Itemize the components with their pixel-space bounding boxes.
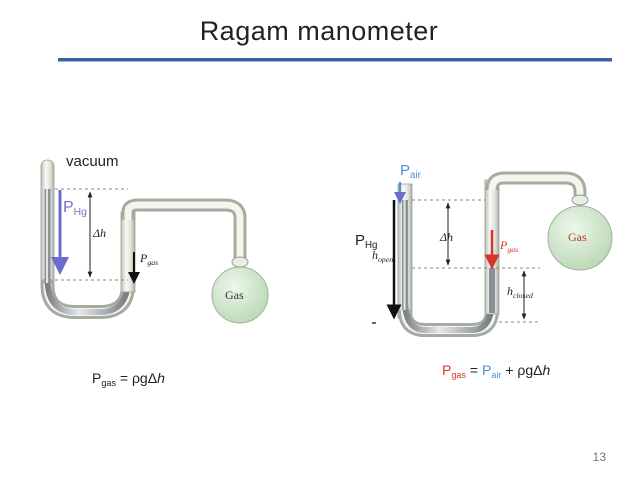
left-equation: Pgas = ρgΔh [92,370,165,388]
vacuum-label: vacuum [66,153,119,170]
left-p-gas-label: Pgas [140,251,159,267]
title-rule [58,58,612,62]
page-number: 13 [592,450,606,464]
right-gas-label: Gas [568,230,587,244]
right-p-hg-label: PHg [355,232,378,251]
right-p-gas-label: Pgas [500,238,519,254]
right-manometer [372,171,613,337]
slide-title: Ragam manometer [199,16,439,46]
right-h-closed-label: hclosed [507,284,533,300]
right-equation: Pgas = Pair + ρgΔh [442,362,551,380]
right-h-open-label: hopen [372,248,394,264]
right-p-air-label: Pair [400,162,421,181]
left-gas-label: Gas [225,288,244,302]
left-p-hg-label: PHg [63,199,87,218]
right-delta-h-label: Δh [440,230,454,244]
left-delta-h-label: Δh [93,226,107,240]
left-manometer [40,159,269,324]
